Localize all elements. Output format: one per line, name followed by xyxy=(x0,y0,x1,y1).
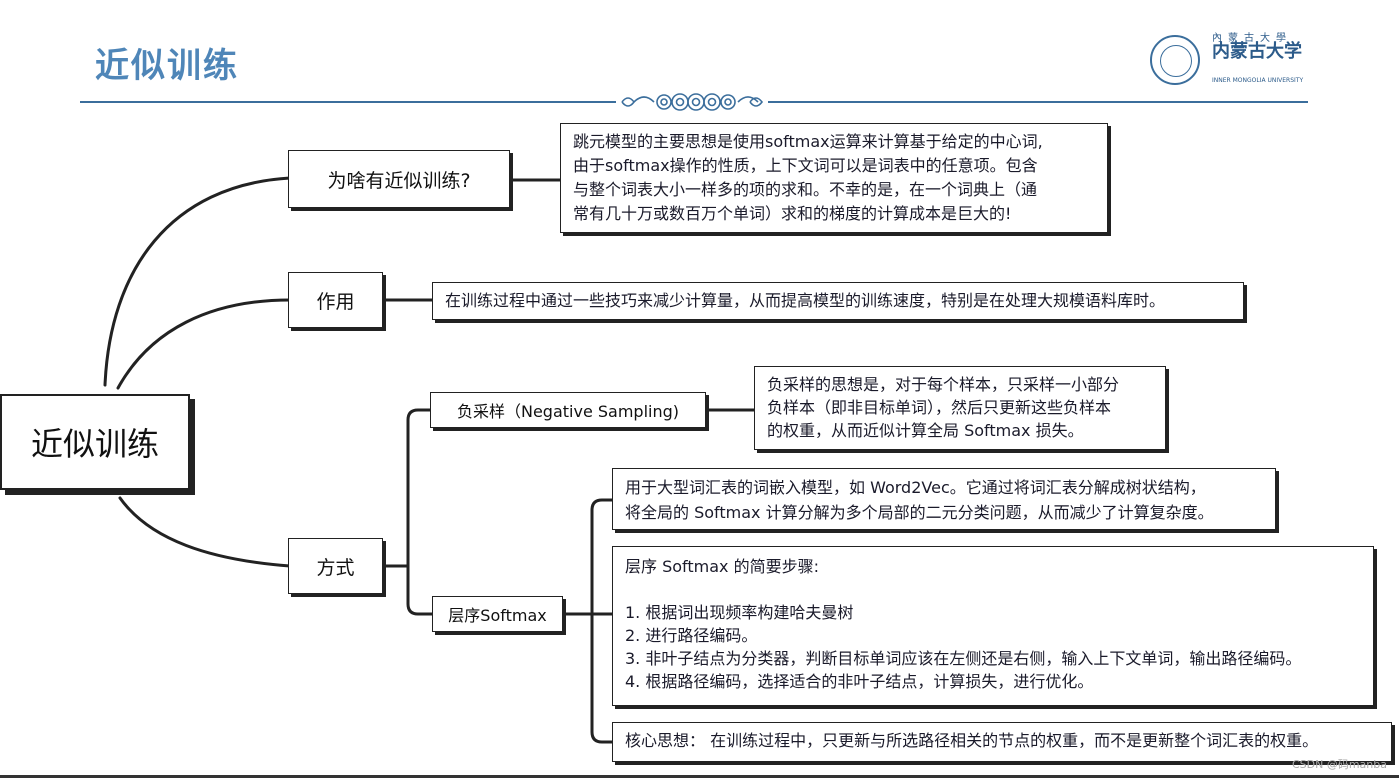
logo-mongolian-text: 內蒙古大學 xyxy=(1212,33,1292,44)
note-neg-line: 负采样的思想是，对于每个样本，只采样一小部分 xyxy=(767,375,1120,394)
watermark: CSDN @码manba xyxy=(1291,758,1387,771)
scroll-ornament-icon xyxy=(616,91,768,113)
university-seal-icon xyxy=(1150,35,1200,85)
note-hier-line: 用于大型词汇表的词嵌入模型，如 Word2Vec。它通过将词汇表分解成树状结构， xyxy=(625,478,1206,497)
connector-method-bracket xyxy=(381,408,434,616)
note-role: 在训练过程中通过一些技巧来减少计算量，从而提高模型的训练速度，特别是在处理大规模… xyxy=(432,282,1244,320)
step-item: 3. 非叶子结点为分类器，判断目标单词应该在左侧还是右侧，输入上下文单词，输出路… xyxy=(625,649,1302,668)
node-negative-sampling: 负采样（Negative Sampling) xyxy=(430,392,706,428)
step-item: 2. 进行路径编码。 xyxy=(625,626,758,645)
steps-title: 层序 Softmax 的简要步骤: xyxy=(625,557,819,576)
note-neg-line: 负样本（即非目标单词），然后只更新这些负样本 xyxy=(767,398,1112,417)
page-title: 近似训练 xyxy=(95,46,239,86)
step-item: 1. 根据词出现频率构建哈夫曼树 xyxy=(625,603,854,622)
node-hierarchical-softmax: 层序Softmax xyxy=(432,596,563,632)
connector-root-role xyxy=(116,298,292,390)
connector-root-why xyxy=(103,176,292,387)
note-hier-core: 核心思想： 在训练过程中，只更新与所选路径相关的节点的权重，而不是更新整个词汇表… xyxy=(612,722,1392,762)
note-hier-line: 将全局的 Softmax 计算分解为多个局部的二元分类问题，从而减少了计算复杂度… xyxy=(625,503,1214,522)
note-neg-line: 的权重，从而近似计算全局 Softmax 损失。 xyxy=(767,421,1084,440)
note-negative-sampling: 负采样的思想是，对于每个样本，只采样一小部分 负样本（即非目标单词），然后只更新… xyxy=(754,366,1166,450)
bottom-bar xyxy=(0,775,1399,778)
connector-hier-bracket xyxy=(561,498,614,744)
note-hier-intro: 用于大型词汇表的词嵌入模型，如 Word2Vec。它通过将词汇表分解成树状结构，… xyxy=(612,468,1276,530)
logo-english-name: INNER MONGOLIA UNIVERSITY xyxy=(1212,77,1304,84)
note-hier-steps: 层序 Softmax 的简要步骤: 1. 根据词出现频率构建哈夫曼树 2. 进行… xyxy=(612,546,1374,706)
branch-role: 作用 xyxy=(288,272,383,328)
note-why-line: 由于softmax操作的性质，上下文词可以是词表中的任意项。包含 xyxy=(573,156,1038,175)
university-logo: 內蒙古大學 内蒙古大学 INNER MONGOLIA UNIVERSITY xyxy=(1150,33,1310,89)
branch-why: 为啥有近似训练? xyxy=(288,150,510,208)
logo-chinese-name: 内蒙古大学 xyxy=(1212,41,1302,62)
connector-root-method xyxy=(118,496,292,568)
root-node: 近似训练 xyxy=(0,394,190,490)
step-item: 4. 根据路径编码，选择适合的非叶子结点，计算损失，进行优化。 xyxy=(625,672,1094,691)
note-why: 跳元模型的主要思想是使用softmax运算来计算基于给定的中心词, 由于soft… xyxy=(560,123,1108,233)
note-why-line: 跳元模型的主要思想是使用softmax运算来计算基于给定的中心词, xyxy=(573,132,1043,151)
note-why-line: 常有几十万或数百万个单词）求和的梯度的计算成本是巨大的! xyxy=(573,204,1012,223)
note-why-line: 与整个词表大小一样多的项的求和。不幸的是，在一个词典上（通 xyxy=(573,180,1038,199)
branch-method: 方式 xyxy=(288,538,383,594)
